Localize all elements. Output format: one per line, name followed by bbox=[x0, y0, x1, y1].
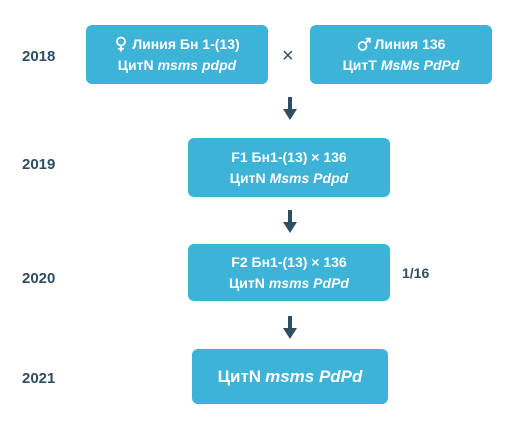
down-arrow-icon bbox=[283, 316, 297, 339]
f1-genotype-line: ЦитN Msms Pdpd bbox=[230, 168, 348, 189]
f2-genotype-line: ЦитN msms PdPd bbox=[229, 273, 349, 294]
male-parent-cyt: ЦитT bbox=[342, 56, 377, 73]
female-parent-cyt: ЦитN bbox=[117, 56, 154, 73]
f2-box: F2 Бн1-(13) × 136 ЦитN msms PdPd bbox=[188, 244, 390, 301]
f2-genotype: msms PdPd bbox=[268, 274, 349, 291]
cross-symbol: × bbox=[282, 45, 294, 67]
female-sign-icon bbox=[116, 36, 127, 52]
year-2020-label: 2020 bbox=[22, 270, 56, 287]
female-parent-genotype: msms pdpd bbox=[157, 56, 237, 73]
year-2021-label: 2021 bbox=[22, 370, 56, 387]
final-genotype-line: ЦитN msms PdPd bbox=[218, 366, 363, 388]
male-parent-genotype: MsMs PdPd bbox=[380, 56, 460, 73]
f2-cyt: ЦитN bbox=[229, 274, 265, 291]
down-arrow-icon bbox=[283, 210, 297, 233]
female-parent-genotype-line: ЦитN msms pdpd bbox=[118, 55, 236, 76]
female-parent-title-line: Линия Бн 1-(13) bbox=[114, 34, 240, 55]
female-parent-title: Линия Бн 1-(13) bbox=[132, 35, 240, 52]
male-parent-title-line: Линия 136 bbox=[357, 34, 446, 55]
year-2018-label: 2018 bbox=[22, 48, 56, 65]
male-parent-title: Линия 136 bbox=[374, 35, 446, 52]
f1-box: F1 Бн1-(13) × 136 ЦитN Msms Pdpd bbox=[188, 138, 390, 197]
year-2019-label: 2019 bbox=[22, 156, 56, 173]
down-arrow-icon bbox=[283, 97, 297, 120]
f1-cyt: ЦитN bbox=[229, 169, 266, 186]
final-genotype-box: ЦитN msms PdPd bbox=[192, 349, 388, 404]
male-parent-box: Линия 136 ЦитT MsMs PdPd bbox=[310, 25, 492, 84]
final-cyt: ЦитN bbox=[217, 366, 262, 386]
f2-ratio-label: 1/16 bbox=[402, 265, 430, 281]
f1-genotype: Msms Pdpd bbox=[269, 169, 349, 186]
f2-title: F2 Бн1-(13) × 136 bbox=[231, 253, 347, 270]
male-parent-genotype-line: ЦитT MsMs PdPd bbox=[343, 55, 460, 76]
female-parent-box: Линия Бн 1-(13) ЦитN msms pdpd bbox=[86, 25, 268, 84]
male-sign-icon bbox=[357, 37, 371, 51]
final-genotype: msms PdPd bbox=[265, 366, 363, 386]
f1-title: F1 Бн1-(13) × 136 bbox=[231, 148, 347, 165]
